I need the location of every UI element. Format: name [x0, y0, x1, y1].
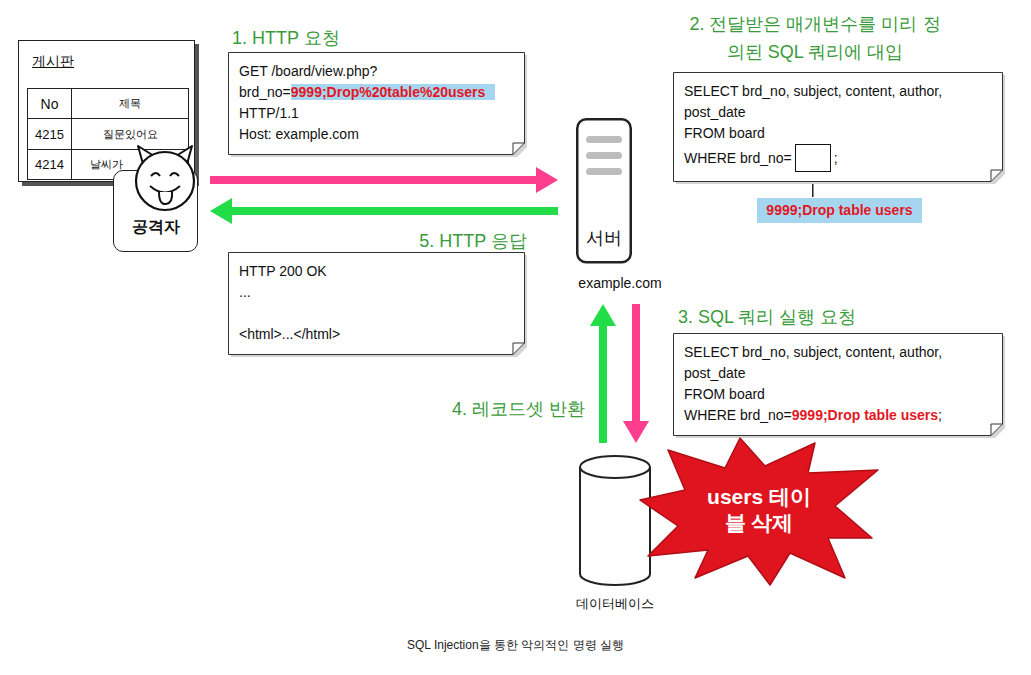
table-cell: 제목 — [71, 88, 189, 119]
code-text: WHERE brd_no= — [684, 150, 792, 166]
face — [136, 152, 194, 210]
text-line: SELECT brd_no, subject, content, author,… — [684, 342, 987, 384]
server-bar — [586, 168, 622, 175]
document-box: SELECT brd_no, subject, content, author,… — [673, 333, 1005, 438]
code-text: FROM board — [684, 386, 765, 402]
code-text: ; — [938, 407, 942, 423]
text-line: FROM board — [684, 384, 987, 405]
document-border — [674, 73, 1003, 182]
code-text: SELECT brd_no, subject, content, author,… — [684, 83, 942, 120]
attacker-box: 공격자 — [113, 170, 198, 252]
document-box: HTTP 200 OK... <html>...</html> — [228, 252, 527, 357]
step-label: 3. SQL 쿼리 실행 요청 — [678, 305, 856, 329]
document-fold — [513, 343, 525, 355]
text-line: GET /board/view.php? — [239, 61, 509, 82]
document-fold — [991, 170, 1003, 182]
code-text: ; — [834, 150, 838, 166]
table-cell: 질문있어요 — [71, 118, 189, 150]
code-text: Host: example.com — [239, 126, 359, 142]
step-label: 4. 레코드셋 반환 — [452, 397, 585, 421]
cylinder-top — [580, 456, 650, 478]
server-bar — [586, 136, 622, 143]
cell-text: 질문있어요 — [103, 127, 158, 142]
cylinder-body — [580, 467, 650, 585]
document-box: SELECT brd_no, subject, content, author,… — [673, 72, 1005, 184]
code-text: FROM board — [684, 125, 765, 141]
cell-text: 날씨가 — [90, 157, 123, 172]
explosion-burst: users 테이블 삭제 — [640, 438, 878, 585]
document-border — [229, 53, 525, 155]
flow-arrow — [210, 198, 558, 224]
text-line: brd_no=9999;Drop%20table%20users — [239, 82, 509, 103]
text-line: ... — [239, 282, 509, 303]
connector-line — [632, 304, 640, 422]
document-box: GET /board/view.php? brd_no=9999;Drop%20t… — [228, 52, 527, 157]
text-line: SELECT brd_no, subject, content, author,… — [684, 81, 987, 123]
server-bar — [586, 152, 622, 159]
connector-line — [210, 176, 537, 184]
server-label: 서버 — [576, 226, 632, 250]
text-line: HTTP 200 OK — [239, 261, 509, 282]
injected-parameter: 9999;Drop table users — [792, 407, 938, 423]
arrowhead — [210, 198, 232, 224]
flow-arrow — [590, 304, 616, 443]
code-text: GET /board/view.php? — [239, 63, 377, 79]
connector-line — [599, 325, 607, 443]
document-fold — [513, 143, 525, 155]
text-line: WHERE brd_no=; — [684, 144, 987, 172]
board-title: 게시판 — [32, 53, 74, 71]
document-fold — [991, 424, 1003, 436]
step-label: 2. 전달받은 매개변수를 미리 정의된 SQL 쿼리에 대입 — [688, 10, 943, 66]
code-text: <html>...</html> — [239, 326, 340, 342]
attacker-face — [128, 143, 200, 213]
code-text: WHERE brd_no= — [684, 407, 792, 423]
injected-parameter: 9999;Drop%20table%20users — [291, 84, 496, 100]
text-line: FROM board — [684, 123, 987, 144]
burst-label: users 테이블 삭제 — [704, 484, 814, 536]
database-node: 데이터베이스 — [565, 455, 665, 612]
code-text: HTTP/1.1 — [239, 105, 299, 121]
arrowhead — [536, 167, 558, 193]
arrowhead — [623, 421, 649, 443]
injected-parameter: 9999;Drop table users — [766, 202, 912, 218]
cell-text: 4214 — [35, 157, 64, 172]
table-cell: 4215 — [27, 118, 72, 150]
table-cell: No — [27, 88, 72, 119]
step-label: 1. HTTP 요청 — [232, 26, 340, 50]
attacker-label: 공격자 — [114, 217, 197, 238]
eye — [151, 173, 160, 176]
tongue — [159, 192, 172, 204]
text-line: HTTP/1.1 — [239, 103, 509, 124]
document-border — [229, 253, 525, 355]
burst-outline — [640, 438, 878, 585]
document-border — [674, 334, 1003, 436]
code-text: ... — [239, 284, 251, 300]
mouth — [150, 186, 180, 193]
step-label: 5. HTTP 응답 — [419, 229, 527, 253]
text-line: WHERE brd_no=9999;Drop table users; — [684, 405, 987, 426]
flow-arrow — [623, 304, 649, 443]
caption: SQL Injection을 통한 악의적인 명령 실행 — [0, 637, 1031, 654]
text-line: <html>...</html> — [239, 324, 509, 345]
database-cylinder — [578, 455, 652, 587]
code-text: SELECT brd_no, subject, content, author,… — [684, 344, 942, 381]
database-label: 데이터베이스 — [565, 595, 665, 612]
cell-text: 4215 — [35, 127, 64, 142]
cell-text: 제목 — [119, 96, 141, 111]
cell-text: No — [41, 96, 59, 112]
code-text: HTTP 200 OK — [239, 263, 327, 279]
parameter-band: 9999;Drop table users — [757, 198, 922, 223]
flow-arrow — [210, 167, 558, 193]
host-name: example.com — [570, 274, 670, 292]
code-text: brd_no= — [239, 84, 291, 100]
table-cell: 4214 — [27, 149, 72, 180]
arrowhead — [590, 304, 616, 326]
eye — [170, 173, 179, 176]
parameter-slot — [795, 144, 831, 172]
connector-line — [231, 207, 558, 215]
server-node: 서버 example.com — [570, 118, 670, 292]
text-line: Host: example.com — [239, 124, 509, 145]
